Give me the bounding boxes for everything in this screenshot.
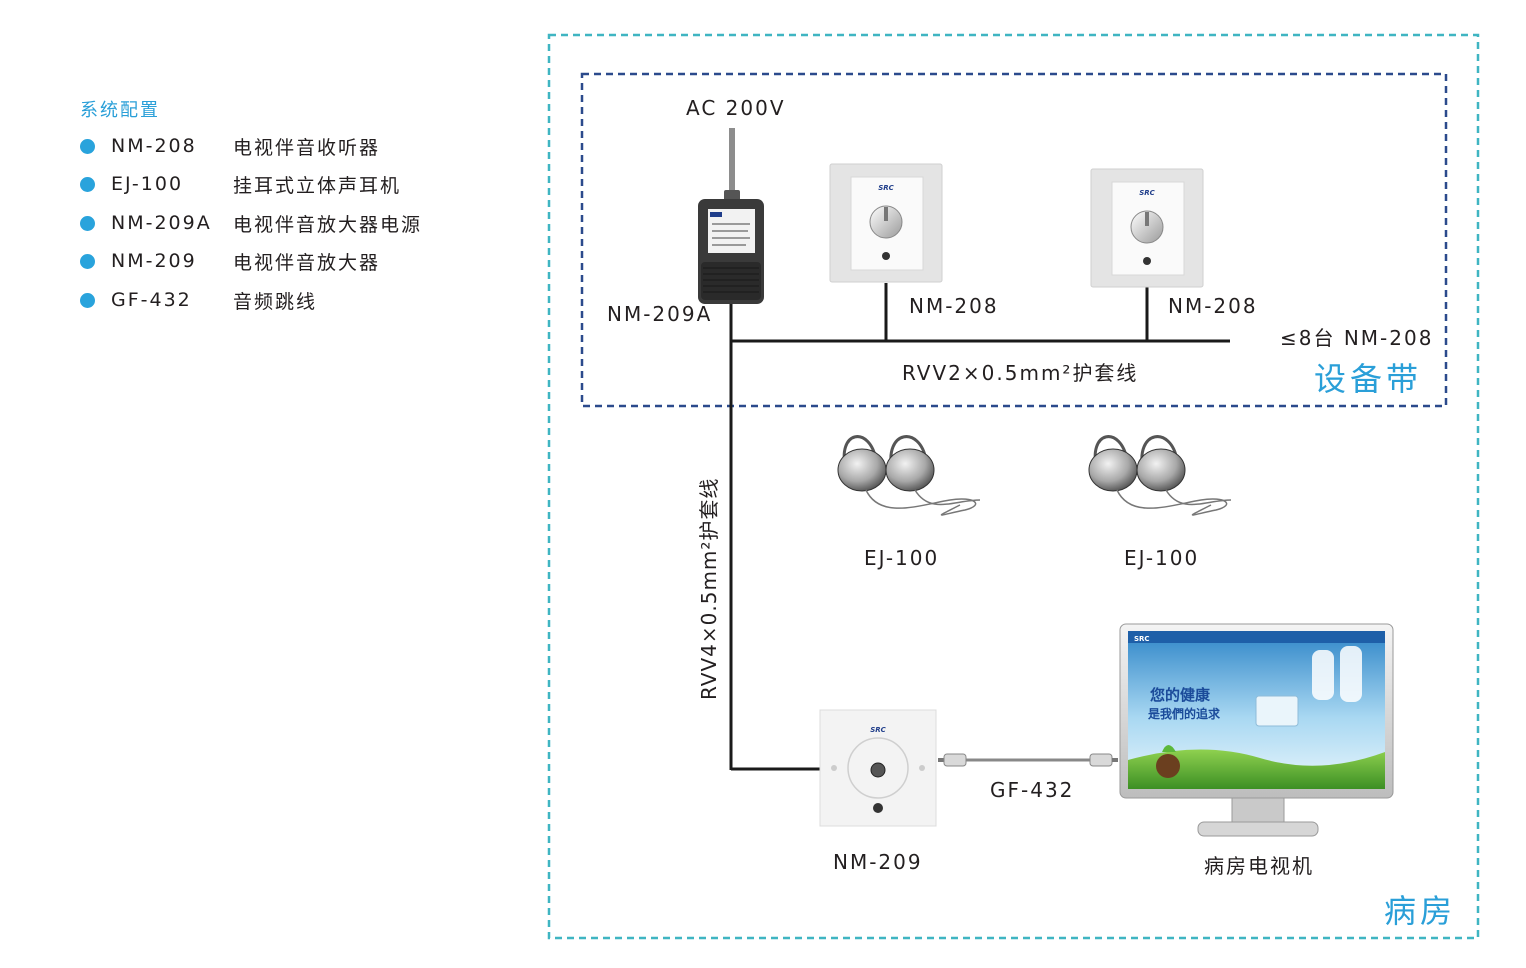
audio-jumper-cable-icon xyxy=(938,753,1118,767)
equipment-zone-border xyxy=(580,72,1448,408)
ac-power-label: AC 200V xyxy=(686,96,786,120)
legend-desc: 挂耳式立体声耳机 xyxy=(233,174,402,197)
tv-monitor-icon: SRC 您的健康 是我們的追求 xyxy=(1119,623,1394,837)
equipment-zone-label: 设备带 xyxy=(1314,360,1423,398)
bullet-dot-icon xyxy=(80,253,95,269)
amplifier-panel-icon: SRC xyxy=(819,709,937,827)
wiring-lines xyxy=(729,283,1230,771)
legend-code: GF-432 xyxy=(111,289,192,311)
bus-cable-label: RVV2×0.5mm²护套线 xyxy=(902,361,1139,385)
receiver-label: NM-208 xyxy=(1168,294,1258,318)
tv-screen-slogan: 是我們的追求 xyxy=(1147,706,1221,721)
ward-zone-label: 病房 xyxy=(1384,892,1457,930)
legend-item: EJ-100 挂耳式立体声耳机 xyxy=(80,172,402,197)
legend-desc: 音频跳线 xyxy=(233,290,318,313)
tv-label: 病房电视机 xyxy=(1204,854,1314,878)
legend-desc: 电视伴音放大器电源 xyxy=(233,213,423,236)
legend-desc: 电视伴音放大器 xyxy=(233,251,381,274)
power-adapter-label: NM-209A xyxy=(607,302,713,326)
headphone-label: EJ-100 xyxy=(864,546,940,570)
headphone-icon xyxy=(1088,435,1232,516)
bullet-dot-icon xyxy=(80,215,95,231)
legend-item: GF-432 音频跳线 xyxy=(80,288,318,313)
legend-title: 系统配置 xyxy=(80,100,160,121)
headphone-icon xyxy=(837,435,981,516)
receiver-panel-icon: SRC xyxy=(1090,168,1204,288)
receiver-panel-icon: SRC xyxy=(829,163,943,283)
tv-screen-slogan: 您的健康 xyxy=(1149,686,1211,704)
receiver-label: NM-208 xyxy=(909,294,999,318)
vertical-cable-label: RVV4×0.5mm²护套线 xyxy=(697,478,721,700)
legend-code: NM-209A xyxy=(111,212,212,234)
legend-item: NM-209 电视伴音放大器 xyxy=(80,249,381,274)
headphone-label: EJ-100 xyxy=(1124,546,1200,570)
ward-zone-border xyxy=(547,33,1480,940)
brand-logo-text: SRC xyxy=(1134,635,1150,643)
max-receivers-label: ≤8台 NM-208 xyxy=(1280,326,1434,350)
bullet-dot-icon xyxy=(80,292,95,308)
power-cord-icon xyxy=(724,128,740,202)
bullet-dot-icon xyxy=(80,176,95,192)
brand-logo-text: SRC xyxy=(870,726,886,734)
legend-item: NM-208 电视伴音收听器 xyxy=(80,134,381,159)
legend-code: EJ-100 xyxy=(111,173,184,195)
legend-code: NM-209 xyxy=(111,250,197,272)
jumper-label: GF-432 xyxy=(990,778,1075,802)
amplifier-label: NM-209 xyxy=(833,850,923,874)
power-adapter-icon xyxy=(698,199,764,304)
bullet-dot-icon xyxy=(80,138,95,154)
legend-code: NM-208 xyxy=(111,135,197,157)
brand-logo-text: SRC xyxy=(1139,189,1155,197)
brand-logo-text: SRC xyxy=(878,184,894,192)
legend-item: NM-209A 电视伴音放大器电源 xyxy=(80,211,423,236)
legend-desc: 电视伴音收听器 xyxy=(233,136,381,159)
